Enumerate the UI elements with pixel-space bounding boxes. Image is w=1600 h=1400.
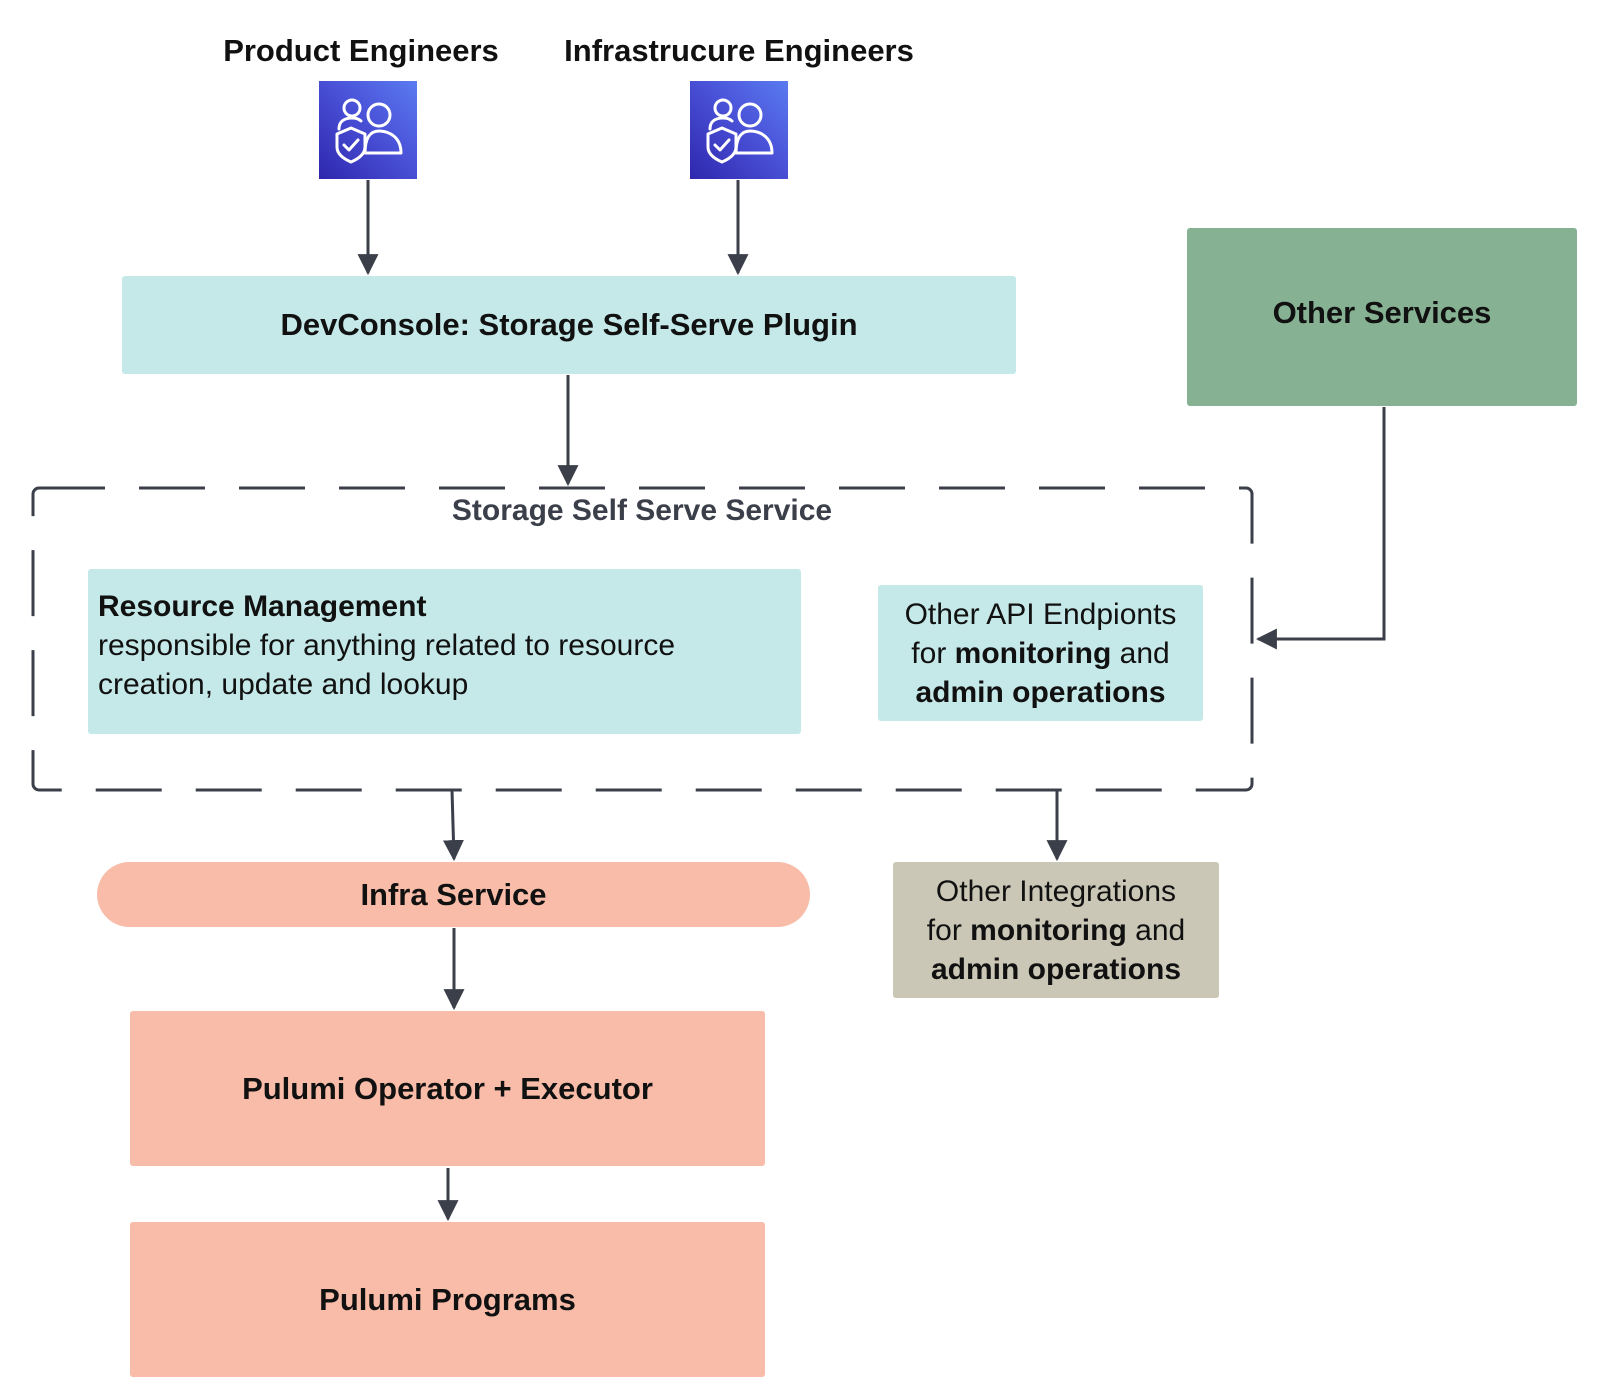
resource-management-desc-line2: creation, update and lookup — [98, 668, 469, 701]
other-api-line1: Other API Endpionts — [904, 597, 1177, 631]
resource-management-box: Resource Management responsible for anyt… — [88, 569, 801, 734]
users-shield-icon — [319, 81, 417, 179]
other-integrations-line2-pre: for — [926, 913, 971, 947]
pulumi-programs-box: Pulumi Programs — [130, 1222, 765, 1377]
other-integrations-line2-post: and — [1126, 913, 1186, 947]
other-api-line2: for monitoring and — [911, 634, 1169, 673]
pulumi-operator-box: Pulumi Operator + Executor — [130, 1011, 765, 1166]
other-integrations-line2-bold: monitoring — [970, 913, 1127, 947]
other-api-line3: admin operations — [915, 675, 1166, 709]
other-integrations-box: Other Integrations for monitoring and ad… — [893, 862, 1219, 998]
infra-service-label: Infra Service — [360, 876, 547, 912]
pulumi-operator-label: Pulumi Operator + Executor — [242, 1070, 653, 1106]
resource-management-title: Resource Management — [98, 590, 427, 623]
storage-service-title: Storage Self Serve Service — [430, 494, 854, 528]
pulumi-programs-label: Pulumi Programs — [319, 1281, 576, 1317]
infra-service-box: Infra Service — [97, 862, 810, 927]
users-shield-icon — [690, 81, 788, 179]
devconsole-plugin-box: DevConsole: Storage Self-Serve Plugin — [122, 276, 1016, 374]
devconsole-plugin-label: DevConsole: Storage Self-Serve Plugin — [280, 307, 858, 342]
arrow-storage-to-infra-service — [442, 789, 464, 862]
infrastructure-engineers-label: Infrastrucure Engineers — [564, 33, 914, 68]
other-integrations-line1: Other Integrations — [935, 874, 1177, 908]
other-api-line2-post: and — [1111, 636, 1170, 670]
other-services-box: Other Services — [1187, 228, 1577, 406]
other-integrations-line3: admin operations — [930, 952, 1182, 986]
product-engineers-label: Product Engineers — [223, 33, 499, 68]
other-integrations-line2: for monitoring and — [927, 911, 1185, 950]
resource-management-desc-line1: responsible for anything related to reso… — [98, 629, 676, 662]
storage-service-container-border — [31, 486, 1254, 792]
other-services-label: Other Services — [1272, 295, 1492, 330]
other-api-line2-bold: monitoring — [954, 636, 1112, 670]
other-api-endpoints-box: Other API Endpionts for monitoring and a… — [878, 585, 1203, 721]
arrow-other-services-to-storage-service — [1255, 407, 1386, 650]
other-api-line2-pre: for — [911, 636, 955, 670]
